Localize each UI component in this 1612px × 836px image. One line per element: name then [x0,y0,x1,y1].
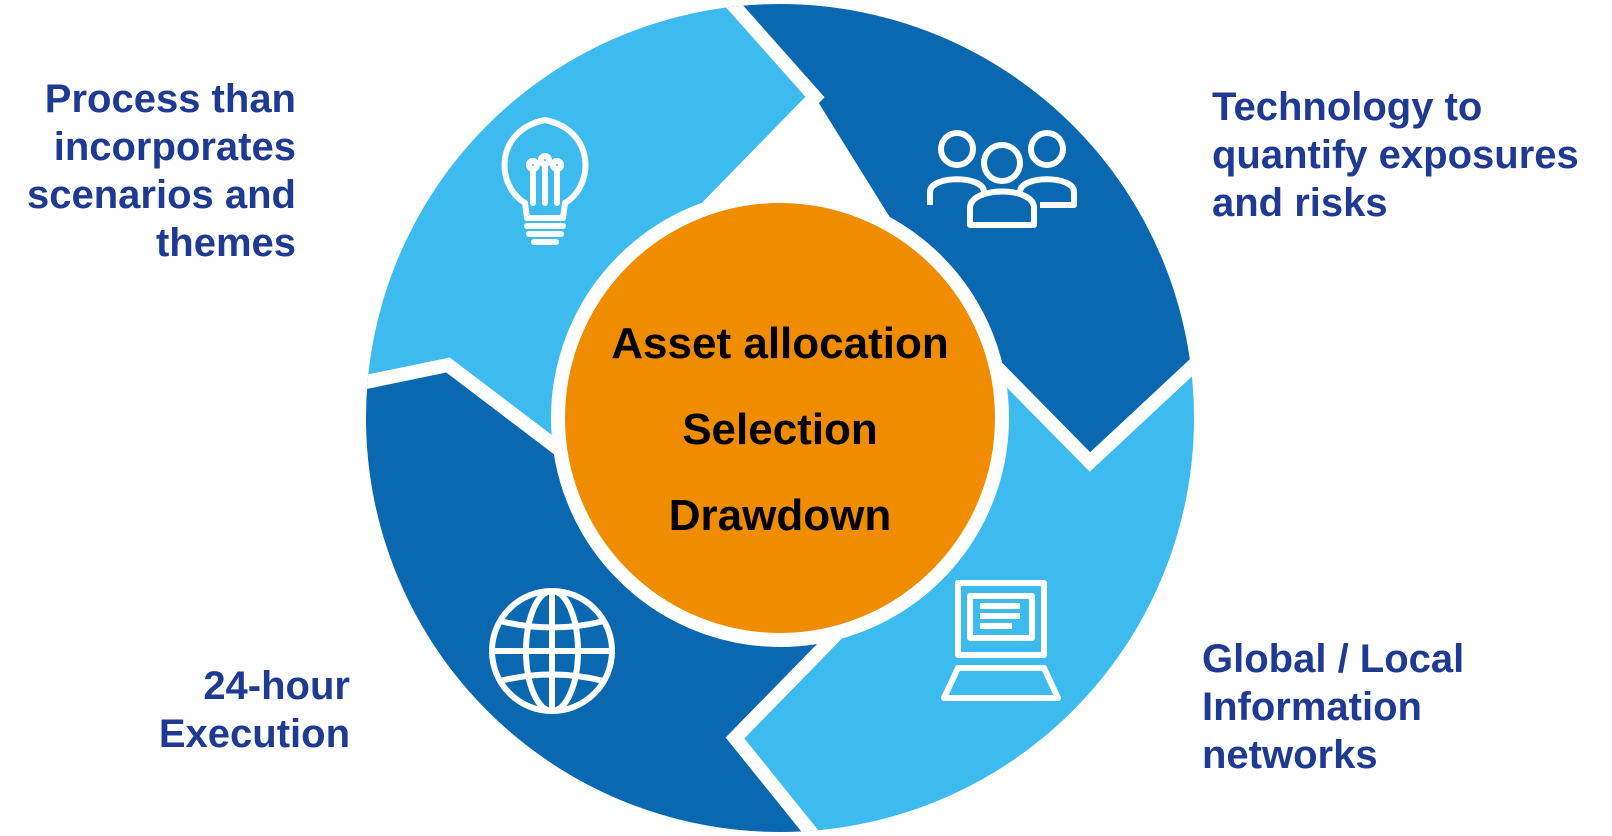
label-information-networks: Global / Local Information networks [1202,635,1464,779]
label-line: scenarios and [26,173,296,217]
lightbulb-icon [501,117,589,245]
label-line: incorporates [53,125,296,169]
label-line: Technology to [1212,85,1483,129]
people-group-icon [927,130,1077,228]
computer-monitor-icon [941,580,1061,701]
separator-bottom [725,605,866,832]
label-technology: Technology to quantify exposures and ris… [1212,83,1579,227]
label-process: Process than incorporates scenarios and … [27,75,296,267]
label-line: Information [1202,685,1422,729]
separator-right [955,325,1194,472]
label-line: quantify exposures [1212,133,1579,177]
segment-bottom-left [366,365,860,832]
center-line-selection: Selection [682,405,878,454]
center-line-drawdown: Drawdown [668,491,892,540]
separator-top [684,4,825,230]
label-line: Process than [44,77,296,121]
label-line: Execution [158,712,350,756]
globe-icon [489,588,615,714]
label-line: 24-hour [203,664,350,708]
label-line: networks [1202,733,1378,777]
center-circle [551,189,1009,647]
label-line: themes [155,221,296,265]
label-line: Global / Local [1202,637,1465,681]
label-execution: 24-hour Execution [159,662,350,758]
label-line: and risks [1212,181,1388,225]
center-line-asset-allocation: Asset allocation [611,319,949,368]
separator-left [366,357,565,467]
